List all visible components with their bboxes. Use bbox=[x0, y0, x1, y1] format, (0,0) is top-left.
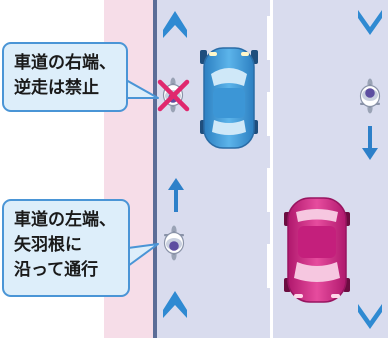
arrow-marking-icon bbox=[358, 304, 382, 329]
lane-dashes bbox=[267, 16, 271, 288]
callout-text: 車道の右端、 bbox=[14, 53, 116, 73]
blue-car-icon bbox=[200, 47, 258, 149]
callout-text: 沿って通行 bbox=[14, 260, 99, 280]
callout-wrong-way: 車道の右端、 逆走は禁止 bbox=[2, 42, 128, 112]
cross-mark-icon bbox=[157, 79, 190, 112]
arrow-up-icon bbox=[168, 178, 184, 212]
arrow-marking-icon bbox=[358, 10, 382, 35]
pink-car-icon bbox=[284, 197, 350, 303]
callout-correct-way: 車道の左端、 矢羽根に 沿って通行 bbox=[2, 199, 130, 297]
arrow-down-icon bbox=[362, 126, 378, 160]
callout-text: 車道の左端、 bbox=[14, 210, 116, 230]
arrow-marking-icon bbox=[163, 291, 187, 318]
lane-marking-center bbox=[270, 0, 273, 338]
callout-text: 逆走は禁止 bbox=[14, 78, 99, 98]
callout-text: 矢羽根に bbox=[14, 235, 82, 255]
curb-line bbox=[153, 0, 157, 338]
arrow-marking-icon bbox=[163, 11, 187, 38]
